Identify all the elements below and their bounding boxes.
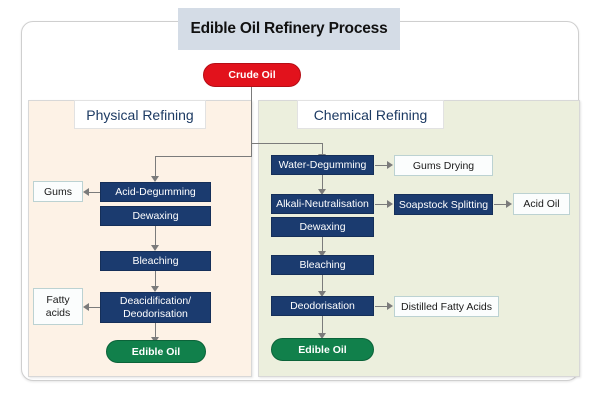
node-deacidification-line-2: Deodorisation: [123, 307, 188, 320]
node-gums[interactable]: Gums: [33, 181, 83, 202]
node-acid-degumming[interactable]: Acid-Degumming: [100, 182, 211, 202]
node-dewaxing-physical-label: Dewaxing: [132, 210, 179, 222]
node-soapstock-splitting[interactable]: Soapstock Splitting: [394, 194, 493, 215]
node-dewaxing-chemical-label: Dewaxing: [299, 221, 346, 233]
connector-bleaching-to-deacidification: [155, 271, 156, 287]
connector-deacidification-to-fatty-acids: [89, 307, 100, 308]
node-dewaxing-chemical[interactable]: Dewaxing: [271, 217, 374, 237]
connector-deodorisation-to-edible-oil: [322, 316, 323, 334]
arrow-into-bleaching-chemical: [318, 251, 326, 257]
arrow-into-acid-oil: [506, 200, 512, 208]
connector-crude-to-physical: [155, 156, 252, 157]
arrow-into-edible-oil-chemical: [318, 333, 326, 339]
node-deacidification-deodorisation[interactable]: Deacidification/ Deodorisation: [100, 292, 211, 323]
connector-crude-to-chemical: [251, 143, 322, 144]
node-deacidification-line-1: Deacidification/: [119, 295, 192, 308]
node-fatty-acids-line-2: acids: [45, 306, 71, 319]
arrow-into-soapstock-splitting: [387, 200, 393, 208]
node-bleaching-chemical-label: Bleaching: [299, 259, 346, 271]
panel-physical-refining: Physical Refining: [28, 100, 252, 377]
connector-dewaxing-to-bleaching-physical: [155, 226, 156, 246]
node-acid-oil-label: Acid Oil: [523, 198, 560, 210]
node-water-degumming[interactable]: Water-Degumming: [271, 155, 374, 175]
node-edible-oil-physical[interactable]: Edible Oil: [106, 340, 206, 363]
node-dewaxing-physical[interactable]: Dewaxing: [100, 206, 211, 226]
arrow-into-bleaching-physical: [151, 245, 159, 251]
connector-physical-drop: [155, 156, 156, 177]
node-bleaching-physical-label: Bleaching: [132, 255, 179, 267]
node-crude-oil[interactable]: Crude Oil: [203, 63, 301, 87]
node-crude-oil-label: Crude Oil: [228, 69, 276, 81]
node-acid-degumming-label: Acid-Degumming: [115, 186, 196, 198]
node-edible-oil-physical-label: Edible Oil: [131, 345, 181, 358]
arrow-into-deodorisation: [318, 291, 326, 297]
node-water-degumming-label: Water-Degumming: [278, 159, 367, 171]
connector-chemical-drop: [322, 143, 323, 155]
connector-crude-oil-trunk: [251, 87, 252, 157]
node-edible-oil-chemical[interactable]: Edible Oil: [271, 338, 374, 361]
arrow-into-distilled-fatty-acids: [387, 302, 393, 310]
arrow-into-deacidification: [151, 286, 159, 292]
connector-soapstock-to-acid-oil: [494, 204, 507, 205]
connector-deacidification-to-edible-oil: [155, 323, 156, 339]
arrow-into-gums-drying: [387, 161, 393, 169]
node-deacidification-deodorisation-label: Deacidification/ Deodorisation: [120, 295, 191, 319]
node-bleaching-chemical[interactable]: Bleaching: [271, 255, 374, 275]
node-acid-oil[interactable]: Acid Oil: [513, 193, 570, 215]
node-gums-drying[interactable]: Gums Drying: [394, 155, 493, 176]
node-fatty-acids-line-1: Fatty: [46, 294, 70, 307]
node-gums-label: Gums: [43, 185, 72, 198]
connector-acid-degumming-to-gums: [89, 192, 100, 193]
arrow-into-fatty-acids: [83, 303, 89, 311]
node-fatty-acids[interactable]: Fatty acids: [33, 288, 83, 325]
node-deodorisation-label: Deodorisation: [290, 300, 355, 312]
panel-chemical-label: Chemical Refining: [297, 100, 444, 129]
panel-chemical-refining: Chemical Refining: [258, 100, 580, 377]
connector-bleaching-to-deodorisation: [322, 275, 323, 292]
node-alkali-neutralisation-label: Alkali-Neutralisation: [276, 198, 369, 210]
node-gums-drying-label: Gums Drying: [412, 159, 475, 172]
arrow-into-alkali-neutralisation: [318, 189, 326, 195]
connector-water-degumming-to-gums-drying: [375, 165, 388, 166]
node-soapstock-splitting-label: Soapstock Splitting: [398, 198, 489, 211]
node-distilled-fatty-acids[interactable]: Distilled Fatty Acids: [394, 296, 499, 317]
connector-dewaxing-to-bleaching-chemical: [322, 237, 323, 252]
node-deodorisation[interactable]: Deodorisation: [271, 296, 374, 316]
node-bleaching-physical[interactable]: Bleaching: [100, 251, 211, 271]
panel-physical-label: Physical Refining: [74, 100, 206, 129]
node-distilled-fatty-acids-label: Distilled Fatty Acids: [400, 300, 493, 313]
node-fatty-acids-label: Fatty acids: [46, 294, 71, 318]
arrow-into-gums: [83, 188, 89, 196]
diagram-title-bar: Edible Oil Refinery Process: [178, 8, 400, 50]
page-title: Edible Oil Refinery Process: [190, 20, 388, 37]
node-edible-oil-chemical-label: Edible Oil: [298, 343, 347, 356]
node-alkali-neutralisation[interactable]: Alkali-Neutralisation: [271, 194, 374, 214]
connector-deodorisation-to-distilled-fatty-acids: [375, 306, 388, 307]
arrow-into-acid-degumming: [151, 176, 159, 182]
connector-water-to-alkali: [322, 175, 323, 190]
connector-alkali-to-soapstock: [375, 204, 388, 205]
